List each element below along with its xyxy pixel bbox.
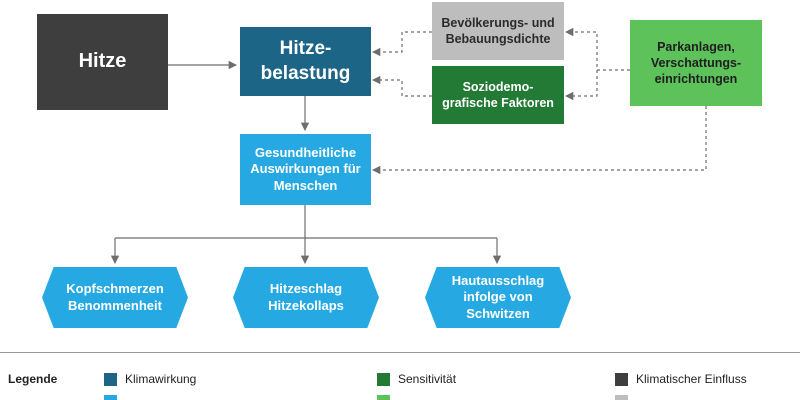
node-bevoelkerungsdichte: Bevölkerungs- und Bebauungsdichte xyxy=(432,2,564,60)
node-hitzeschlag: Hitzeschlag Hitzekollaps xyxy=(233,267,379,328)
arrow-sozio-to-belastung xyxy=(371,75,432,97)
legend-label: Sensitivität xyxy=(398,372,457,386)
arrow-park-to-dichte xyxy=(564,27,630,71)
legend-label: Klimatischer Einfluss xyxy=(636,372,747,386)
legend-swatch xyxy=(377,394,390,400)
legend-item-sensitivitaet: Sensitivität xyxy=(377,372,456,386)
legend-item-sonstiger-einfluss xyxy=(615,394,636,400)
legend-item-auswirkung xyxy=(104,394,125,400)
arrow-park-to-sozio xyxy=(564,70,598,101)
legend-swatch xyxy=(377,372,390,386)
node-kopfschmerzen: Kopfschmerzen Benommenheit xyxy=(42,267,188,328)
node-soziodemografische-faktoren: Soziodemo- grafische Faktoren xyxy=(432,66,564,124)
legend-item-anpassung xyxy=(377,394,398,400)
legend-label: Klimawirkung xyxy=(125,372,197,386)
legend-swatch xyxy=(104,394,117,400)
legend-swatch xyxy=(104,372,117,386)
node-hitze: Hitze xyxy=(37,14,168,110)
node-hitzebelastung: Hitze- belastung xyxy=(240,27,371,96)
legend-item-klimatischer-einfluss: Klimatischer Einfluss xyxy=(615,372,747,386)
legend-swatch xyxy=(615,372,628,386)
legend-divider xyxy=(0,352,800,353)
legend-item-klimawirkung: Klimawirkung xyxy=(104,372,196,386)
node-gesundheitliche-auswirkungen: Gesundheitliche Auswirkungen für Mensche… xyxy=(240,134,371,205)
arrow-dichte-to-belastung xyxy=(371,31,432,57)
node-hautausschlag: Hautausschlag infolge von Schwitzen xyxy=(425,267,571,328)
legend-swatch xyxy=(615,394,628,400)
node-parkanlagen: Parkanlagen, Verschattungs- einrichtunge… xyxy=(630,20,762,106)
legend-title: Legende xyxy=(8,372,58,386)
